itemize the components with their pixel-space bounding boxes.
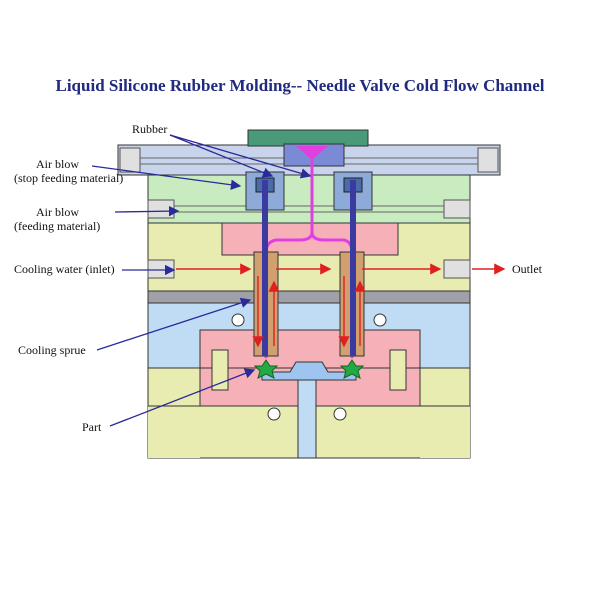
part-cavity bbox=[261, 361, 357, 381]
separator-plate bbox=[147, 290, 471, 304]
label-air-blow-feed: Air blow bbox=[36, 205, 79, 219]
label-cooling-sprue: Cooling sprue bbox=[18, 343, 86, 357]
label-rubber: Rubber bbox=[132, 122, 168, 136]
page-title: Liquid Silicone Rubber Molding-- Needle … bbox=[55, 76, 545, 95]
label-cooling-water: Cooling water (inlet) bbox=[14, 262, 115, 276]
label-air-blow-stop: Air blow bbox=[36, 157, 79, 171]
label-part: Part bbox=[82, 420, 102, 434]
leader-lines bbox=[91, 134, 312, 427]
label-outlet: Outlet bbox=[512, 262, 542, 276]
manifold-plate bbox=[147, 174, 471, 224]
label-air-blow-stop-detail: (stop feeding material) bbox=[14, 171, 124, 185]
part-shape bbox=[253, 359, 365, 379]
core-plate bbox=[147, 349, 471, 459]
cooling-water-flow bbox=[176, 263, 506, 348]
label-air-blow-feed-detail: (feeding material) bbox=[14, 219, 101, 233]
